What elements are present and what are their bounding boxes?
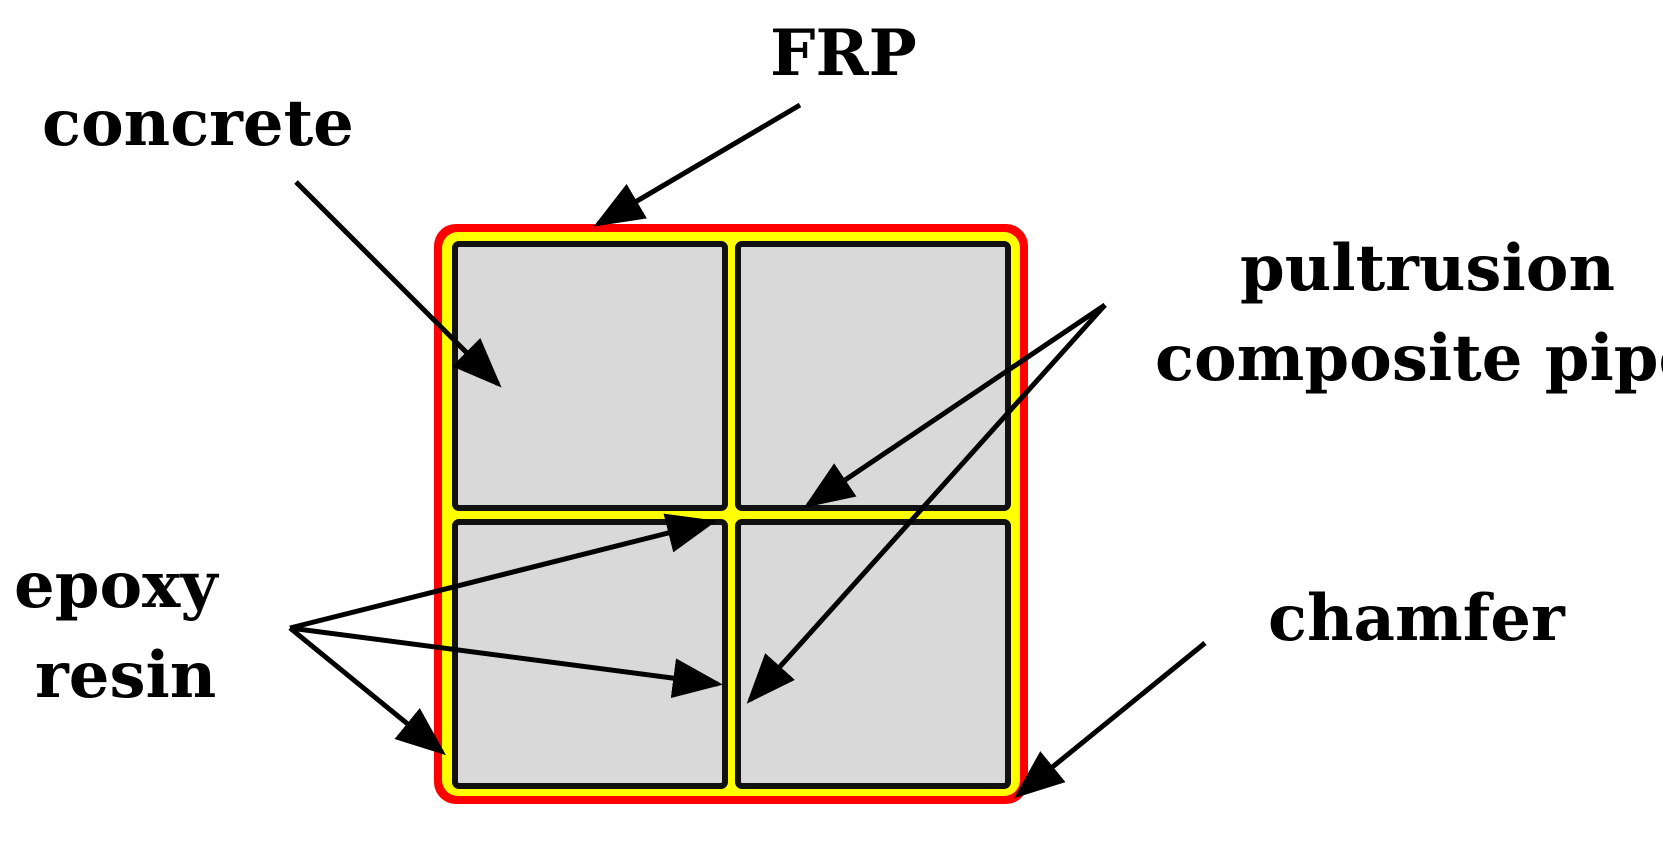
leader-arrows: [288, 102, 1207, 799]
concrete-cell-top-right: [735, 241, 1011, 511]
label-pultrusion-line1: pultrusion: [1240, 231, 1615, 306]
arrow-concrete: [294, 180, 502, 388]
arrow-frp: [593, 102, 802, 227]
label-frp: FRP: [770, 16, 917, 91]
concrete-cell-bottom-left: [452, 519, 728, 789]
label-concrete: concrete: [42, 86, 354, 161]
label-pultrusion-line2: composite pipe: [1155, 321, 1663, 396]
arrow-epoxy-3: [288, 626, 446, 756]
label-epoxy-line1: epoxy: [14, 548, 219, 623]
concrete-cell-bottom-right: [735, 519, 1011, 789]
arrow-epoxy-2: [289, 625, 723, 698]
arrow-pultrusion-1: [803, 302, 1107, 508]
arrow-chamfer: [1014, 641, 1207, 799]
arrow-pultrusion-2: [746, 303, 1107, 704]
label-chamfer: chamfer: [1268, 581, 1566, 656]
concrete-cell-top-left: [452, 241, 728, 511]
arrow-epoxy-1: [289, 513, 717, 631]
label-epoxy-line2: resin: [35, 638, 216, 713]
